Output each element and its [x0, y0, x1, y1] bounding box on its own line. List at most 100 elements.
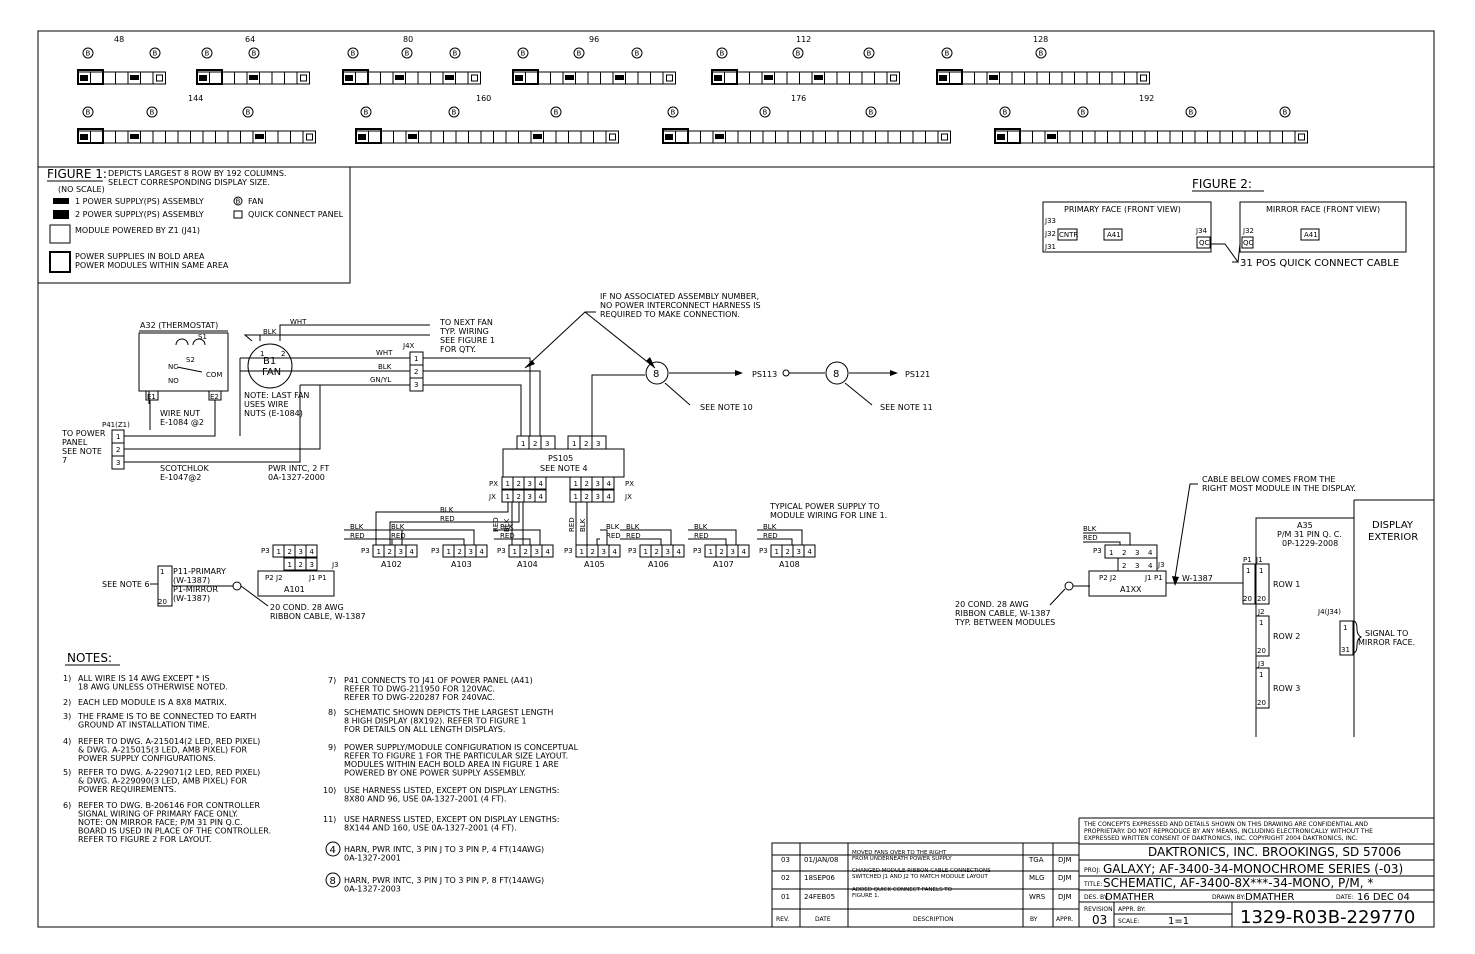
- svg-text:EXTERIOR: EXTERIOR: [1368, 532, 1418, 543]
- svg-text:2: 2: [533, 440, 537, 448]
- svg-text:1: 1: [160, 568, 164, 576]
- note-text: EACH LED MODULE IS A 8X8 MATRIX.: [78, 698, 227, 707]
- svg-text:TYPICAL POWER SUPPLY TO: TYPICAL POWER SUPPLY TO: [769, 502, 880, 511]
- svg-text:CNTR: CNTR: [1059, 231, 1078, 239]
- svg-text:SEE NOTE 4: SEE NOTE 4: [540, 464, 588, 473]
- svg-text:B: B: [671, 109, 676, 117]
- svg-text:DJM: DJM: [1058, 874, 1072, 882]
- qc-symbol: [233, 210, 243, 219]
- svg-text:2: 2: [1122, 562, 1126, 570]
- svg-text:DISPLAY: DISPLAY: [1372, 520, 1414, 531]
- svg-text:J3: J3: [1157, 561, 1165, 569]
- svg-text:GN/YL: GN/YL: [370, 376, 391, 384]
- svg-text:THE CONCEPTS EXPRESSED AND DET: THE CONCEPTS EXPRESSED AND DETAILS SHOWN…: [1083, 821, 1368, 828]
- fan-icon: [792, 47, 804, 59]
- svg-text:1: 1: [288, 561, 292, 569]
- svg-text:J2: J2: [275, 574, 283, 582]
- note-text: USE HARNESS LISTED, EXCEPT ON DISPLAY LE…: [344, 815, 560, 824]
- svg-text:2: 2: [517, 493, 521, 501]
- svg-text:FROM UNDERNEATH POWER SUPPLY: FROM UNDERNEATH POWER SUPPLY: [852, 856, 952, 862]
- svg-text:DATE:: DATE:: [1336, 894, 1354, 901]
- svg-text:RED: RED: [500, 532, 515, 540]
- module-label: A105: [584, 560, 605, 569]
- svg-text:RED: RED: [350, 532, 365, 540]
- svg-text:ROW 2: ROW 2: [1273, 632, 1300, 641]
- module-label: A108: [779, 560, 800, 569]
- note-text: & DWG. A-215015(3 LED, AMB PIXEL) FOR: [78, 746, 248, 755]
- svg-text:B: B: [763, 109, 768, 117]
- note-number: 3): [63, 712, 71, 721]
- svg-text:20 COND. 28 AWG: 20 COND. 28 AWG: [955, 600, 1029, 609]
- a35-boundary: [1255, 517, 1354, 737]
- svg-text:JX: JX: [624, 493, 632, 501]
- svg-text:ROW 3: ROW 3: [1273, 684, 1300, 693]
- svg-text:B: B: [453, 50, 458, 58]
- module-label: A107: [713, 560, 734, 569]
- fan-icon: [667, 106, 679, 118]
- svg-text:3: 3: [469, 548, 473, 556]
- note-text: REFER TO FIGURE 2 FOR LAYOUT.: [78, 835, 211, 844]
- note-text: MODULES WITHIN EACH BOLD AREA IN FIGURE …: [344, 760, 559, 769]
- svg-text:3: 3: [545, 440, 549, 448]
- note-text: 0A-1327-2003: [344, 885, 401, 894]
- svg-text:S1: S1: [198, 333, 207, 341]
- svg-text:SCALE:: SCALE:: [1118, 918, 1139, 925]
- svg-text:IF NO ASSOCIATED ASSEMBLY NUMB: IF NO ASSOCIATED ASSEMBLY NUMBER,: [600, 292, 759, 301]
- svg-text:REQUIRED TO MAKE CONNECTION.: REQUIRED TO MAKE CONNECTION.: [600, 310, 740, 319]
- quick-connect-cable-label: 31 POS QUICK CONNECT CABLE: [1240, 258, 1399, 269]
- svg-text:3: 3: [535, 548, 539, 556]
- svg-text:J31: J31: [1044, 243, 1056, 251]
- note-number: 2): [63, 698, 71, 707]
- svg-text:PWR INTC, 2 FT: PWR INTC, 2 FT: [268, 464, 329, 473]
- notes-title: NOTES:: [67, 651, 112, 665]
- svg-text:CHANGED MODULE RIBBON CABLE CO: CHANGED MODULE RIBBON CABLE CONNECTIONS: [852, 868, 991, 874]
- svg-text:E2: E2: [210, 393, 219, 401]
- svg-text:TO NEXT FAN: TO NEXT FAN: [439, 318, 493, 327]
- svg-text:SCOTCHLOK: SCOTCHLOK: [160, 464, 209, 473]
- svg-text:E1: E1: [147, 393, 156, 401]
- svg-text:PS105: PS105: [548, 454, 573, 463]
- svg-text:W-1387: W-1387: [1182, 574, 1213, 583]
- svg-text:FIGURE 1.: FIGURE 1.: [852, 893, 880, 899]
- svg-text:B: B: [720, 50, 725, 58]
- fan-icon: [550, 106, 562, 118]
- primary-face-box: [1042, 201, 1212, 253]
- z1-symbol: [49, 224, 71, 244]
- svg-text:2: 2: [281, 350, 285, 358]
- svg-text:1: 1: [513, 548, 517, 556]
- svg-text:1: 1: [414, 355, 418, 363]
- note-text: NOTE: ON MIRROR FACE; P/M 31 PIN Q.C.: [78, 818, 243, 827]
- svg-text:7: 7: [62, 456, 67, 465]
- svg-text:P3: P3: [497, 547, 506, 555]
- svg-text:2: 2: [414, 368, 418, 376]
- svg-text:J32: J32: [1044, 230, 1056, 238]
- note-number: 4): [63, 737, 71, 746]
- figure2: FIGURE 2: PRIMARY FACE (FRONT VIEW) J33 …: [1042, 177, 1407, 269]
- svg-text:E-1047@2: E-1047@2: [160, 473, 201, 482]
- svg-text:MLG: MLG: [1029, 874, 1044, 882]
- svg-text:J3: J3: [1257, 660, 1265, 668]
- drawing-border: [37, 30, 1435, 928]
- svg-text:ROW 1: ROW 1: [1273, 580, 1300, 589]
- fan-icon: [1185, 106, 1197, 118]
- ps1-symbol: [53, 198, 69, 204]
- svg-text:RED: RED: [391, 532, 406, 540]
- svg-text:18SEP06: 18SEP06: [804, 874, 835, 882]
- svg-text:4: 4: [1148, 562, 1153, 570]
- note-number: 4: [330, 845, 336, 856]
- note-text: 18 AWG UNLESS OTHERWISE NOTED.: [78, 683, 228, 692]
- svg-text:P3: P3: [693, 547, 702, 555]
- svg-text:2: 2: [299, 561, 303, 569]
- svg-text:03: 03: [781, 856, 790, 864]
- svg-text:2: 2: [655, 548, 659, 556]
- fan-icon: [242, 106, 254, 118]
- svg-text:DES. BY:: DES. BY:: [1084, 894, 1109, 901]
- note-text: GROUND AT INSTALLATION TIME.: [78, 721, 210, 730]
- note-number: 1): [63, 674, 71, 683]
- svg-text:A41: A41: [1304, 231, 1318, 239]
- svg-text:FAN: FAN: [262, 367, 281, 378]
- svg-text:SIGNAL TO: SIGNAL TO: [1365, 629, 1408, 638]
- note-text: BOARD IS USED IN PLACE OF THE CONTROLLER…: [78, 827, 271, 836]
- svg-text:BLK: BLK: [500, 523, 514, 531]
- legend-z1: MODULE POWERED BY Z1 (J41): [75, 226, 200, 235]
